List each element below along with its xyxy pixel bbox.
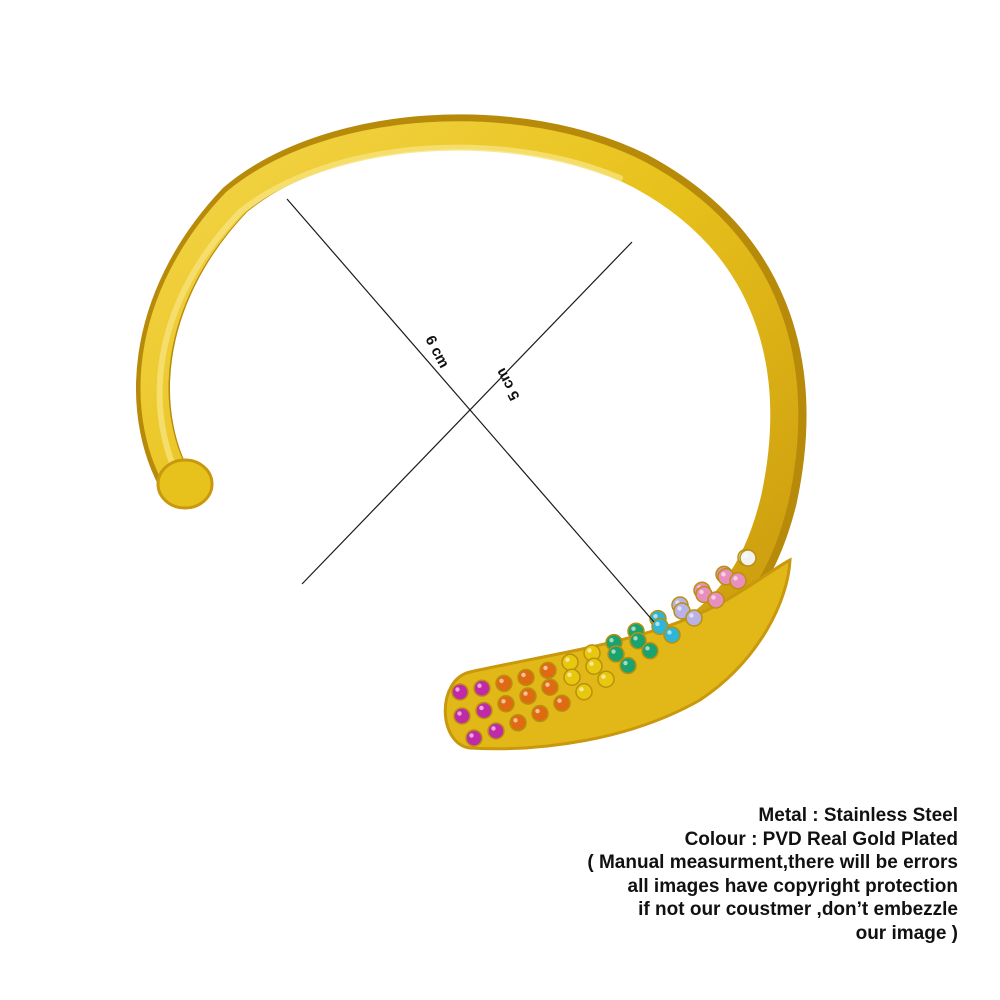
crystal-sparkle <box>611 649 616 654</box>
crystal-stone <box>497 695 515 713</box>
crystal-sparkle <box>499 678 504 684</box>
bangle-body <box>140 121 799 678</box>
crystal-stone <box>451 683 469 701</box>
crystal-stones <box>451 548 757 747</box>
crystal-sparkle <box>645 646 650 651</box>
crystal-stone <box>619 656 637 675</box>
crystal-stone <box>453 707 471 725</box>
crystal-sparkle <box>631 626 636 631</box>
info-note-1: ( Manual measurment,there will be errors <box>587 852 958 873</box>
crystal-stone <box>509 714 527 732</box>
crystal-stone <box>685 609 703 627</box>
dimension-line-height <box>301 241 633 585</box>
crystal-stone <box>553 694 571 712</box>
crystal-sparkle <box>501 699 506 704</box>
info-metal: Metal : Stainless Steel <box>758 805 958 826</box>
crystal-stone <box>539 661 557 680</box>
info-note-3: if not our coustmer ,don’t embezzle <box>638 899 958 920</box>
crystal-sparkle <box>733 576 738 581</box>
crystal-sparkle <box>655 621 660 627</box>
dimension-line-width <box>286 198 655 623</box>
crystal-sparkle <box>521 672 526 678</box>
crystal-sparkle <box>523 691 528 696</box>
crystal-stone <box>707 591 725 609</box>
crystal-sparkle <box>579 687 584 692</box>
crystal-sparkle <box>457 711 462 716</box>
crystal-sparkle <box>557 698 562 703</box>
crystal-sparkle <box>601 674 606 679</box>
crystal-sparkle <box>667 630 672 635</box>
crystal-sparkle <box>699 589 704 595</box>
crystal-stone <box>739 549 757 567</box>
crystal-sparkle <box>633 636 638 641</box>
crystal-sparkle <box>567 672 572 677</box>
bangle-highlight <box>156 144 623 473</box>
crystal-stone <box>597 670 615 688</box>
info-note-4: our image ) <box>855 922 958 944</box>
crystal-stone <box>563 668 581 686</box>
crystal-sparkle <box>491 726 496 731</box>
crystal-stone <box>487 722 505 740</box>
crystal-stone <box>641 642 659 660</box>
crystal-sparkle <box>589 661 594 666</box>
crystal-sparkle <box>455 687 460 692</box>
dimension-label-width: 6 cm <box>421 333 452 371</box>
crystal-stone <box>561 653 579 671</box>
crystal-sparkle <box>565 657 570 662</box>
crystal-stone <box>663 626 681 644</box>
crystal-sparkle <box>513 718 518 723</box>
crystal-sparkle <box>535 708 540 714</box>
crystal-sparkle <box>609 637 614 643</box>
crystal-sparkle <box>543 665 548 671</box>
crystal-sparkle <box>653 613 658 619</box>
crystal-stone <box>585 657 603 675</box>
crystal-sparkle <box>477 683 482 688</box>
info-note-2: all images have copyright protection <box>627 875 958 897</box>
crystal-sparkle <box>677 606 682 611</box>
dimension-label-height: 5 cm <box>492 365 523 403</box>
crystal-sparkle <box>545 682 550 687</box>
crystal-sparkle <box>587 648 592 653</box>
crystal-stone <box>531 704 549 723</box>
crystal-sparkle <box>479 705 484 711</box>
crystal-stone <box>495 674 513 693</box>
crystal-stone <box>465 729 483 747</box>
crystal-sparkle <box>469 733 474 738</box>
crystal-stone <box>575 683 593 701</box>
crystal-sparkle <box>743 553 748 558</box>
product-info: Metal : Stainless Steel Colour : PVD Rea… <box>438 804 958 945</box>
crystal-sparkle <box>721 572 726 577</box>
crystal-stone <box>729 572 747 590</box>
crystal-stone <box>473 679 491 697</box>
crystal-stone <box>517 668 535 687</box>
crystal-stone <box>541 678 559 696</box>
crystal-sparkle <box>689 613 694 618</box>
crystal-stone <box>475 701 493 720</box>
crystal-sparkle <box>623 660 628 666</box>
crystal-stone <box>519 687 537 705</box>
bangle-left-end <box>156 458 214 510</box>
crystal-sparkle <box>711 595 716 600</box>
info-colour: Colour : PVD Real Gold Plated <box>684 828 958 850</box>
